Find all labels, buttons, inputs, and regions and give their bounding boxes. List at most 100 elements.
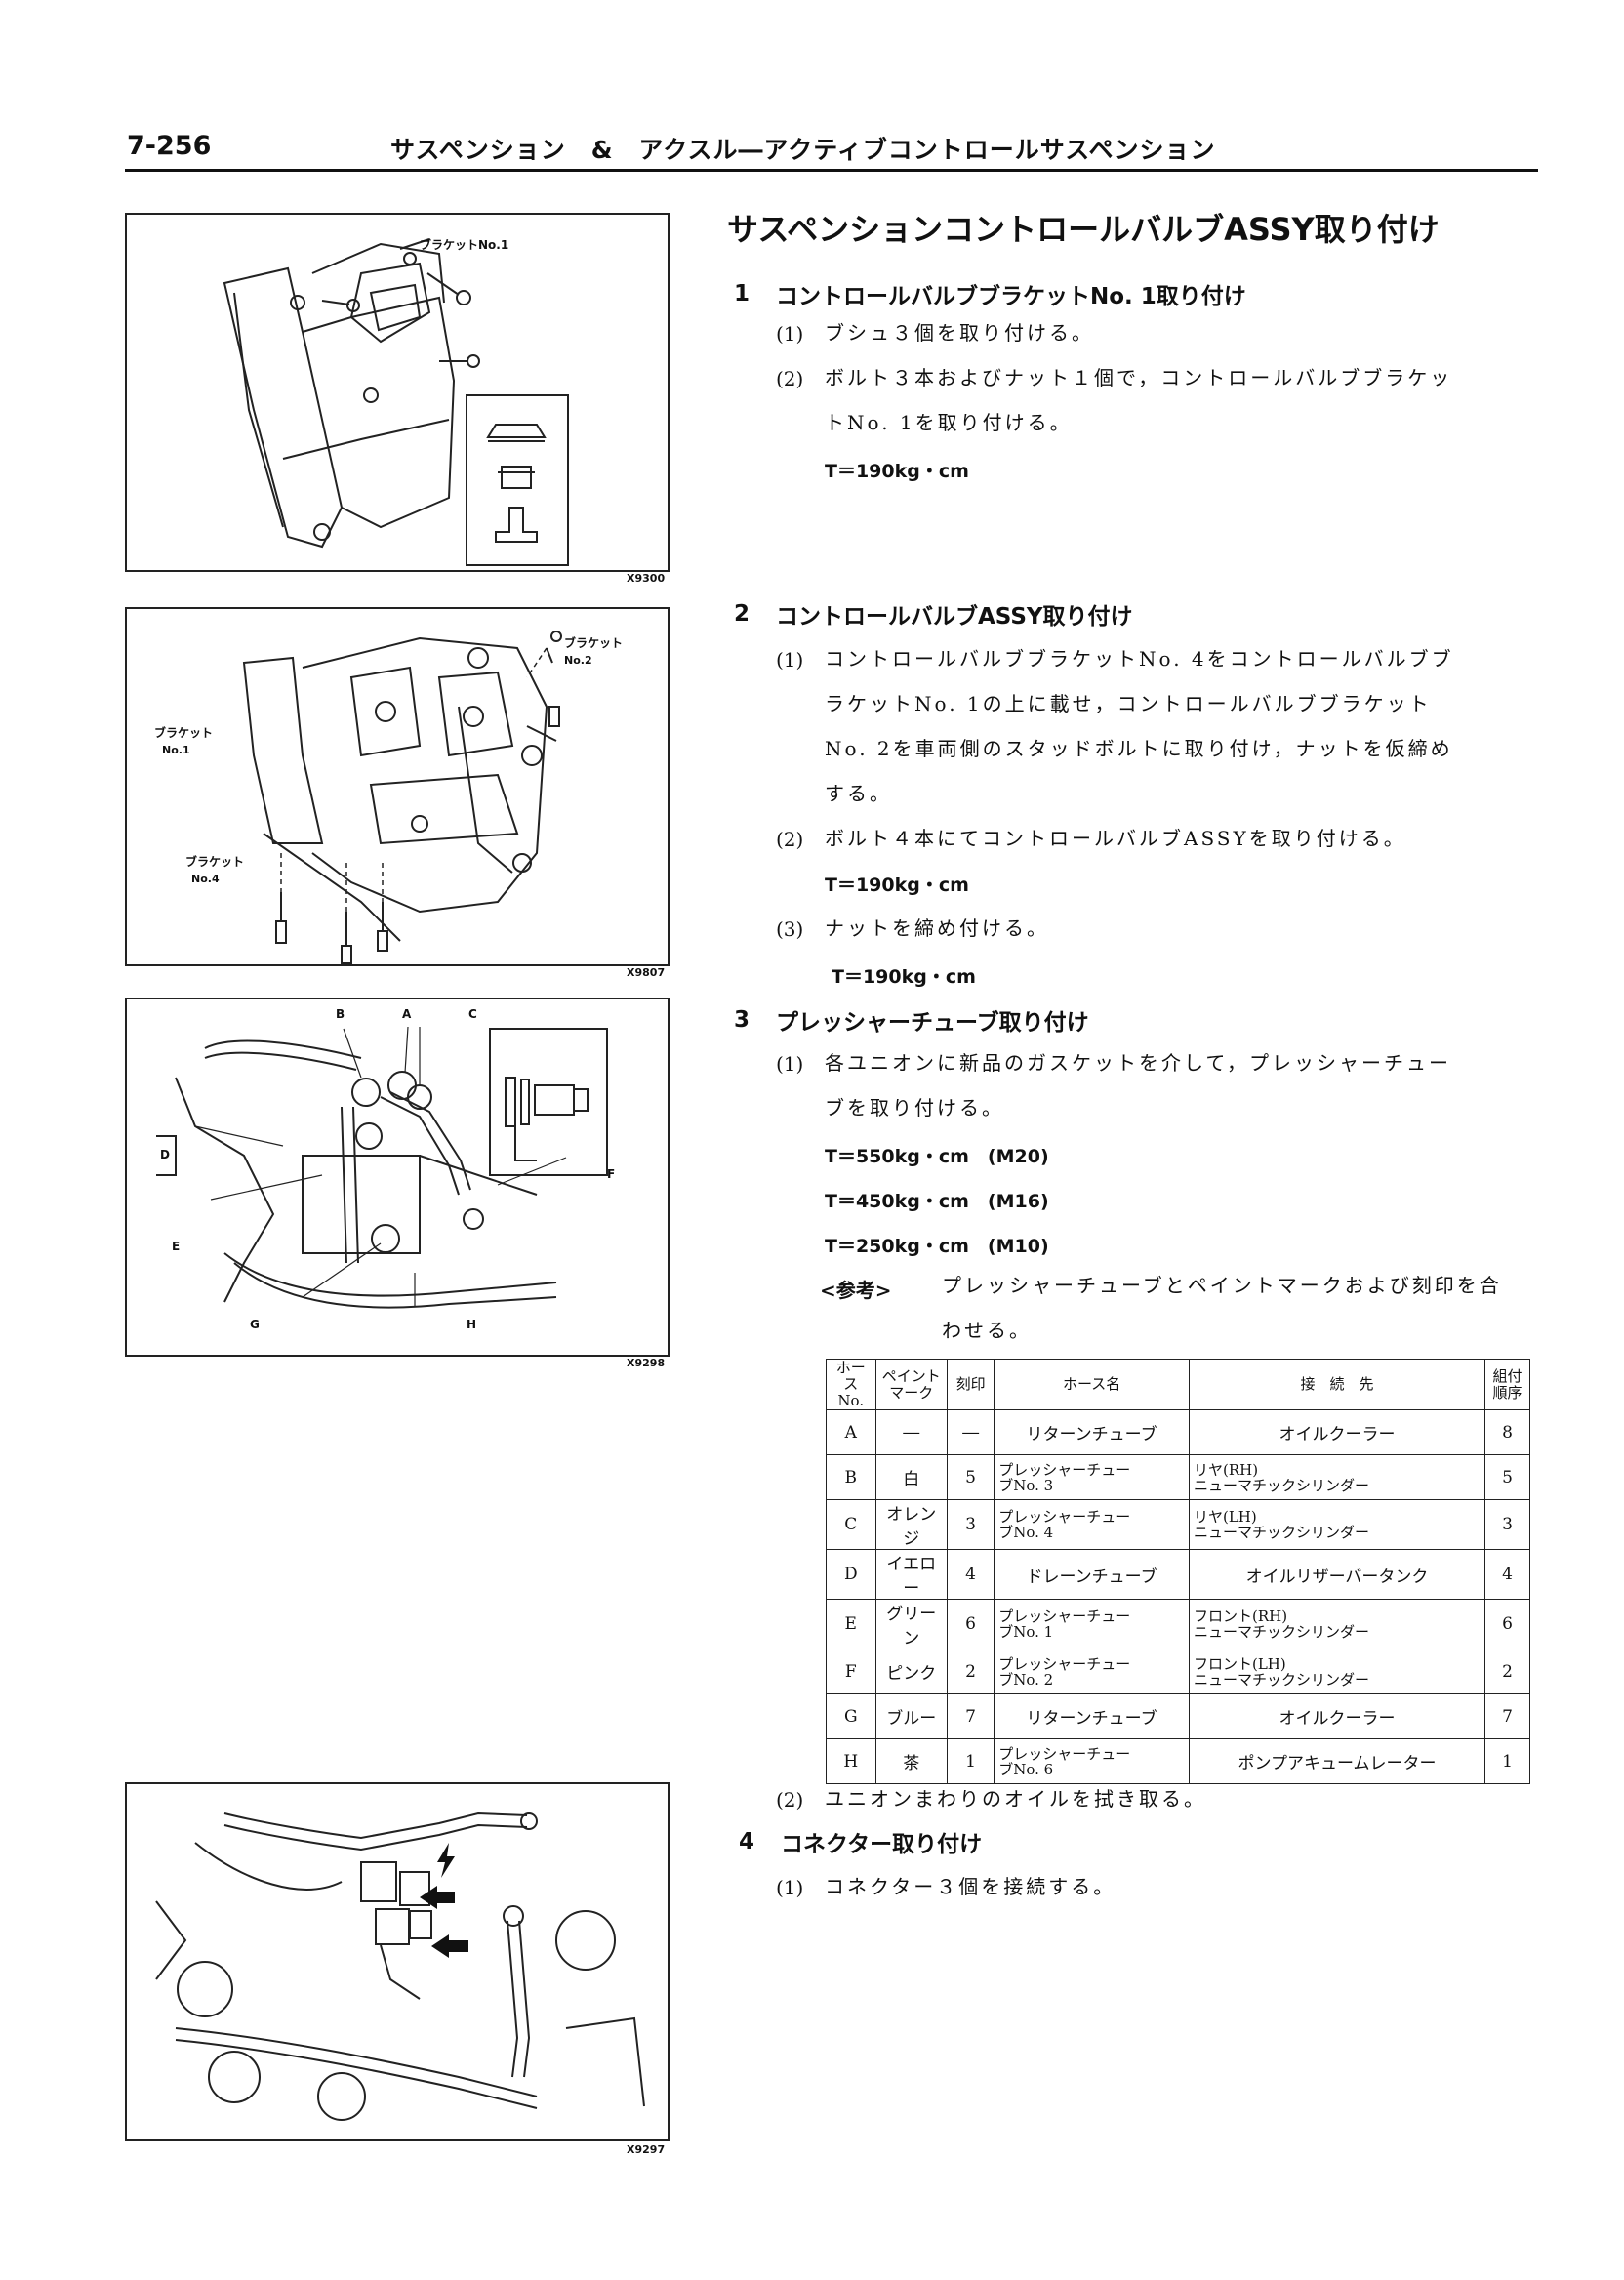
- item-text: トNo. 1を取り付ける。: [825, 411, 1073, 434]
- cell-paint-mark: 茶: [874, 1738, 948, 1784]
- torque-value: T＝190kg・cm: [825, 875, 969, 896]
- cell-line: フロント(RH): [1193, 1608, 1288, 1625]
- cell-connection: フロント(LH)ニューマチックシリンダー: [1188, 1649, 1486, 1694]
- item-number: (1): [776, 1876, 804, 1899]
- cell-hose-name: ドレーンチューブ: [994, 1549, 1190, 1600]
- torque-value: T＝250kg・cm (M10): [825, 1236, 1049, 1257]
- cell-stamp: 7: [946, 1693, 995, 1739]
- cell-line: ニューマチックシリンダー: [1193, 1476, 1369, 1494]
- item-text: ブを取り付ける。: [825, 1096, 1004, 1120]
- cell-stamp: 6: [946, 1599, 995, 1649]
- cell-line: プレッシャーチュー: [998, 1508, 1131, 1526]
- label-no1: No.1: [162, 744, 190, 756]
- cell-line: ブNo. 4: [998, 1524, 1054, 1541]
- step-number: 4: [739, 1829, 755, 1854]
- label-no2: No.2: [564, 654, 592, 667]
- main-title: サスペンションコントロールバルブASSY取り付け: [727, 211, 1440, 248]
- cell-hose-name: プレッシャーチューブNo. 2: [994, 1649, 1190, 1694]
- cell-order: 2: [1484, 1649, 1530, 1694]
- label-bracket-no1: ブラケットNo.1: [420, 238, 509, 252]
- figure-code: X9300: [627, 572, 666, 585]
- figure-code: X9298: [627, 1357, 666, 1369]
- col-header-stamp: 刻印: [946, 1359, 995, 1410]
- note-text: わせる。: [942, 1319, 1032, 1342]
- cell-order: 4: [1484, 1549, 1530, 1600]
- step-title: プレッシャーチューブ取り付け: [776, 1010, 1089, 1036]
- cell-line: プレッシャーチュー: [998, 1654, 1131, 1673]
- item-number: (1): [776, 1052, 804, 1076]
- label-g: G: [250, 1318, 260, 1331]
- note-text: プレッシャーチューブとペイントマークおよび刻印を合: [942, 1274, 1502, 1297]
- section-title: サスペンション & アクスル―アクティブコントロールサスペンション: [390, 136, 1216, 164]
- cell-stamp: 5: [946, 1454, 995, 1500]
- cell-order: 8: [1484, 1409, 1530, 1455]
- label-f: F: [607, 1167, 616, 1181]
- cell-connection: オイルクーラー: [1188, 1409, 1486, 1455]
- step-title: コネクター取り付け: [781, 1832, 983, 1857]
- note-label: <参考>: [820, 1279, 892, 1302]
- figure-code: X9807: [627, 966, 666, 979]
- cell-connection: ポンプアキュームレーター: [1188, 1738, 1486, 1784]
- cell-line: ブNo. 2: [998, 1670, 1054, 1689]
- label-no4: No.4: [191, 873, 220, 885]
- cell-line: フロント(LH): [1193, 1654, 1286, 1673]
- label-d: D: [160, 1148, 170, 1161]
- label-e: E: [172, 1240, 181, 1253]
- cell-line: プレッシャーチュー: [998, 1460, 1131, 1479]
- torque-value: T＝550kg・cm (M20): [825, 1146, 1049, 1167]
- figure-pressure-tubes: B A C D E F G H: [125, 998, 670, 1357]
- cell-hose-no: G: [826, 1693, 876, 1739]
- cell-line: ニューマチックシリンダー: [1193, 1670, 1369, 1689]
- label-a: A: [402, 1007, 412, 1021]
- cell-connection: リヤ(RH)ニューマチックシリンダー: [1188, 1454, 1486, 1500]
- col-header-hose-no: ホースNo.: [826, 1359, 876, 1410]
- cell-connection: フロント(RH)ニューマチックシリンダー: [1188, 1599, 1486, 1649]
- pressure-tubes-illustration: [156, 1026, 608, 1309]
- item-number: (1): [776, 648, 804, 672]
- item-number: (2): [776, 1788, 804, 1812]
- item-number: (2): [776, 367, 804, 390]
- cell-paint-mark: グリーン: [874, 1599, 948, 1649]
- item-text: ブシュ３個を取り付ける。: [825, 321, 1094, 345]
- cell-hose-name: プレッシャーチューブNo. 3: [994, 1454, 1190, 1500]
- cell-connection: オイルリザーバータンク: [1188, 1549, 1486, 1600]
- page-number: 7-256: [127, 131, 212, 161]
- item-number: (1): [776, 322, 804, 346]
- cell-order: 5: [1484, 1454, 1530, 1500]
- cell-line: プレッシャーチュー: [998, 1744, 1131, 1763]
- step-title: コントロールバルブASSY取り付け: [776, 604, 1133, 630]
- inset-box: [489, 1028, 608, 1176]
- cell-paint-mark: ピンク: [874, 1649, 948, 1694]
- cell-line: プレッシャーチュー: [998, 1608, 1131, 1625]
- item-number: (3): [776, 917, 804, 941]
- cell-line: ブNo. 1: [998, 1623, 1054, 1641]
- col-header-order: 組付順序: [1484, 1359, 1530, 1410]
- label-bracket-no4: ブラケット: [185, 855, 245, 869]
- item-text: コントロールバルブブラケットNo. 4をコントロールバルブブ: [825, 647, 1454, 671]
- cell-paint-mark: イエロー: [874, 1549, 948, 1600]
- col-header-connection: 接 続 先: [1188, 1359, 1486, 1410]
- step-number: 2: [734, 601, 751, 627]
- inset-box: [466, 394, 569, 566]
- item-text: No. 2を車両側のスタッドボルトに取り付け，ナットを仮締め: [825, 737, 1453, 760]
- step-number: 3: [734, 1007, 751, 1033]
- item-text: する。: [825, 782, 892, 805]
- table-header-row: ホースNo. ペイントマーク 刻印 ホース名 接 続 先 組付順序: [826, 1359, 1530, 1410]
- cell-line: リヤ(LH): [1193, 1508, 1257, 1526]
- col-header-hose-name: ホース名: [994, 1359, 1190, 1410]
- cell-hose-no: C: [826, 1499, 876, 1550]
- cell-paint-mark: 白: [874, 1454, 948, 1500]
- label-b: B: [336, 1007, 345, 1021]
- cell-hose-no: A: [826, 1409, 876, 1455]
- bracket-illustration: [223, 238, 569, 566]
- col-header-paint-mark: ペイントマーク: [874, 1359, 948, 1410]
- valve-assy-illustration: [242, 631, 562, 964]
- cell-hose-no: E: [826, 1599, 876, 1649]
- cell-order: 3: [1484, 1499, 1530, 1550]
- cell-order: 7: [1484, 1693, 1530, 1739]
- label-h: H: [467, 1318, 477, 1331]
- cell-connection: オイルクーラー: [1188, 1693, 1486, 1739]
